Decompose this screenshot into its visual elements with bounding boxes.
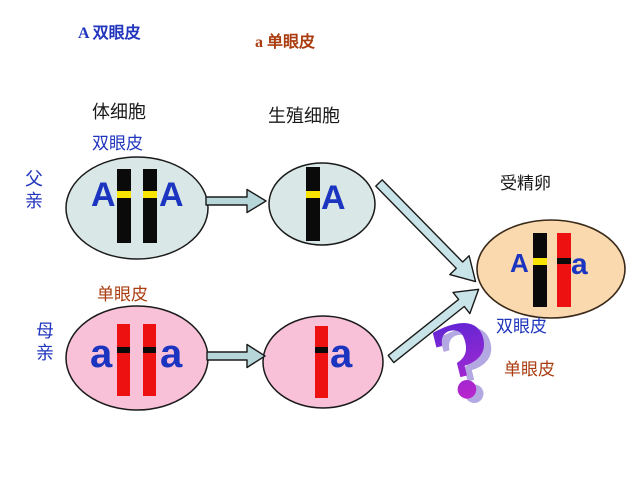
mother-gamete-allele: a bbox=[330, 332, 353, 376]
egg-chromosome-paternal bbox=[533, 233, 547, 307]
egg-chromosome-maternal-centromere bbox=[557, 258, 571, 264]
father-role-label: 父亲 bbox=[23, 169, 43, 213]
egg-allele-right: a bbox=[571, 248, 588, 281]
mother-phenotype-label: 单眼皮 bbox=[97, 285, 148, 304]
father-gamete-allele: A bbox=[321, 179, 346, 217]
mother-role-label: 母亲 bbox=[34, 321, 54, 365]
father-allele-right: A bbox=[159, 176, 184, 214]
father-chromosome-1-centromere bbox=[117, 191, 131, 198]
fertilized-egg-cell bbox=[476, 219, 626, 319]
arrow-mother-to-germ bbox=[206, 343, 266, 369]
question-mark-glyph: ? bbox=[421, 298, 506, 427]
egg-chromosome-maternal bbox=[557, 233, 571, 307]
father-allele-left: A bbox=[91, 176, 116, 214]
arrow-mother-germ-to-egg bbox=[387, 288, 480, 364]
arrow-father-germ-to-egg bbox=[375, 179, 477, 283]
germ-cell-header: 生殖细胞 bbox=[268, 106, 340, 126]
mother-chromosome-1 bbox=[117, 324, 130, 396]
father-phenotype-label: 双眼皮 bbox=[92, 134, 143, 153]
legend-recessive-label: a 单眼皮 bbox=[255, 34, 316, 51]
father-gamete-chromosome bbox=[306, 167, 320, 241]
offspring-double-eyelid-label: 双眼皮 bbox=[496, 317, 547, 336]
mother-chromosome-2-centromere bbox=[143, 347, 156, 353]
mother-allele-right: a bbox=[160, 332, 183, 376]
mother-allele-left: a bbox=[90, 332, 113, 376]
fertilized-egg-header: 受精卵 bbox=[500, 174, 551, 193]
mother-gamete-chromosome bbox=[315, 326, 328, 398]
egg-allele-left: A bbox=[510, 248, 529, 278]
father-chromosome-2 bbox=[143, 169, 157, 243]
mother-somatic-cell bbox=[65, 305, 209, 411]
father-gamete-chromosome-centromere bbox=[306, 191, 320, 198]
father-somatic-cell bbox=[65, 156, 209, 260]
father-germ-cell bbox=[268, 162, 376, 246]
offspring-single-eyelid-label: 单眼皮 bbox=[504, 360, 555, 379]
mother-gamete-chromosome-centromere bbox=[315, 347, 328, 353]
mother-chromosome-2 bbox=[143, 324, 156, 396]
egg-chromosome-paternal-centromere bbox=[533, 258, 547, 265]
arrow-father-to-germ bbox=[205, 188, 267, 214]
mother-chromosome-1-centromere bbox=[117, 347, 130, 353]
legend-dominant-label: A 双眼皮 bbox=[78, 25, 141, 42]
somatic-cell-header: 体细胞 bbox=[92, 102, 146, 122]
father-chromosome-1 bbox=[117, 169, 131, 243]
father-chromosome-2-centromere bbox=[143, 191, 157, 198]
